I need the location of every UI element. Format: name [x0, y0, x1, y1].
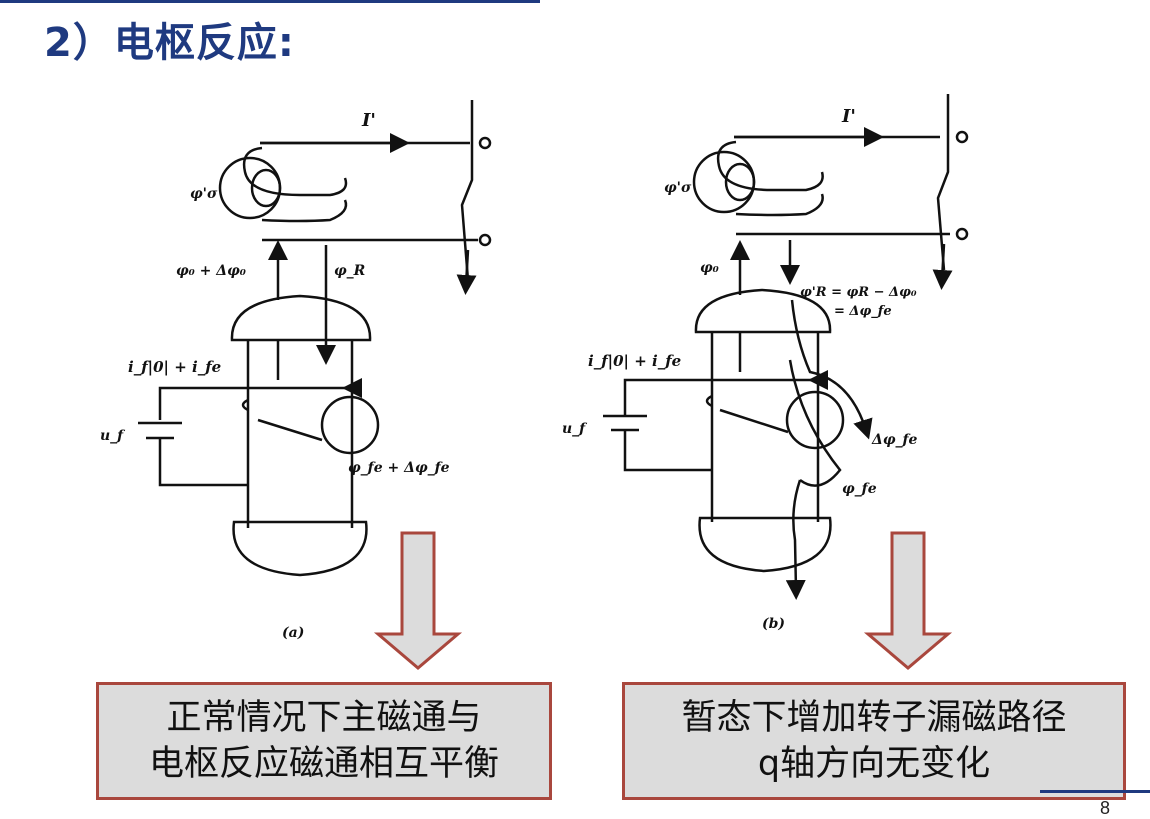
page-number: 8 — [1100, 798, 1111, 818]
figure-b-current-label: I' — [841, 106, 856, 127]
figure-b — [603, 94, 969, 600]
figure-b-damper-flux-label: φ_fe — [842, 481, 877, 497]
damper-circle-a — [320, 395, 380, 455]
figure-a-flux-right-label: φ_R — [334, 263, 365, 279]
figure-b-flux-eq-line1: φ'R = φR − Δφ₀ — [800, 285, 917, 300]
down-arrow-right — [863, 531, 953, 670]
caption-left-line1: 正常情况下主磁通与 — [166, 698, 482, 738]
figure-b-leakage-label: φ'σ — [664, 180, 692, 196]
figure-b-flux-eq-line2: = Δφ_fe — [834, 304, 892, 319]
figure-a-current-label: I' — [361, 110, 376, 131]
figure-a-damper-flux-label: φ_fe + Δφ_fe — [348, 460, 450, 476]
rotor-top-cap-b — [694, 288, 832, 334]
slide-title: 2）电枢反应: — [44, 20, 295, 66]
rotor-bottom-cap-a — [232, 520, 368, 577]
figure-a-flux-left-label: φ₀ + Δφ₀ — [176, 263, 246, 279]
figure-a-caption: (a) — [282, 625, 304, 641]
top-rule — [0, 0, 540, 3]
short-circuit-line-a — [460, 100, 474, 281]
caption-box-left: 正常情况下主磁通与 电枢反应磁通相互平衡 — [96, 682, 552, 800]
rotor-top-cap-a — [230, 294, 372, 342]
figure-a-uf-label: u_f — [100, 428, 126, 444]
rotor-body-a — [246, 340, 354, 528]
bottom-rule — [1040, 790, 1150, 793]
figure-b-delta-flux-label: Δφ_fe — [871, 432, 918, 448]
rotor-bottom-cap-b — [698, 516, 832, 573]
rotor-body-b — [710, 332, 820, 522]
short-circuit-line-b — [936, 94, 950, 271]
figure-b-caption: (b) — [762, 616, 785, 632]
caption-left-line2: 电枢反应磁通相互平衡 — [148, 744, 499, 784]
figure-a — [138, 100, 492, 577]
caption-right-line2: q轴方向无变化 — [757, 744, 991, 784]
down-arrow-left — [373, 531, 463, 670]
caption-right-line1: 暂态下增加转子漏磁路径 — [681, 698, 1067, 738]
leakage-loop-a — [242, 146, 348, 197]
figure-b-field-current-label: i_f|0| + i_fe — [588, 352, 681, 370]
stator-coil-a — [218, 156, 282, 220]
figure-b-flux-left-label: φ₀ — [700, 260, 719, 276]
figure-a-field-current-label: i_f|0| + i_fe — [128, 358, 221, 376]
damper-circle-b — [785, 390, 845, 450]
figure-a-leakage-label: φ'σ — [190, 186, 218, 202]
caption-box-right: 暂态下增加转子漏磁路径 q轴方向无变化 — [622, 682, 1126, 800]
stator-coil-b — [692, 150, 756, 214]
figure-b-uf-label: u_f — [562, 421, 588, 437]
